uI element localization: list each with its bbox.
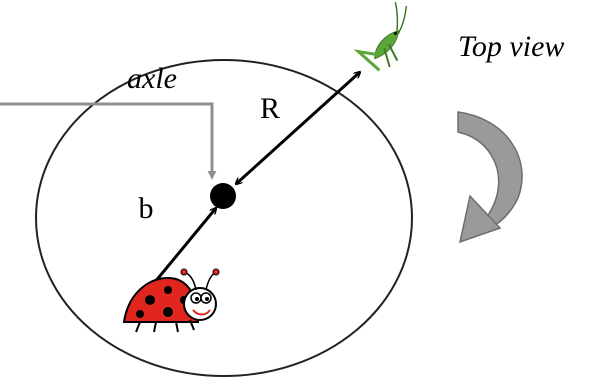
radius-R-label: R <box>260 92 280 125</box>
grasshopper-icon <box>353 2 408 72</box>
curved-arrow-clockwise-icon <box>457 111 523 244</box>
axle-label: axle <box>127 62 177 95</box>
ladybug-icon <box>122 268 220 333</box>
radius-R-arrow <box>236 72 360 184</box>
axle-pointer-line <box>0 102 217 180</box>
top-view-label: Top view <box>458 30 564 63</box>
axle-dot <box>210 183 236 209</box>
distance-b-label: b <box>139 192 154 225</box>
distance-b-arrow <box>150 208 216 288</box>
disk-circle <box>35 59 413 377</box>
